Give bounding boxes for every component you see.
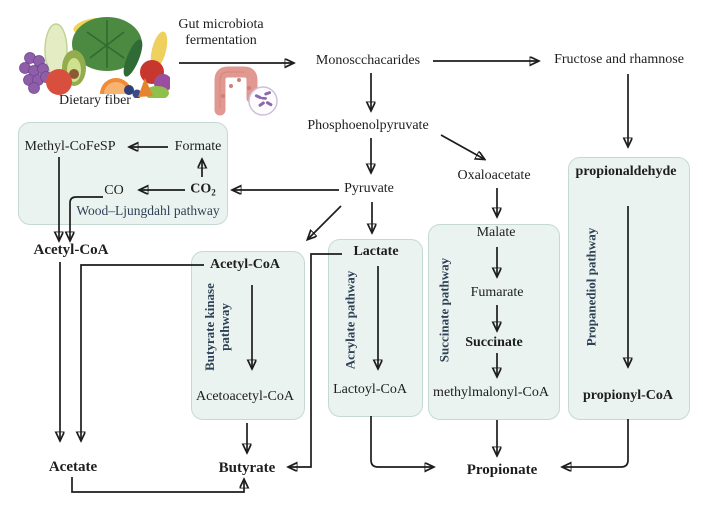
wood-ljungdahl-box xyxy=(18,122,228,225)
node-acetoacetyl-coa: Acetoacetyl-CoA xyxy=(196,389,294,404)
butyrate-kinase-line2: pathway xyxy=(217,303,232,351)
node-propionyl-coa: propionyl-CoA xyxy=(583,388,673,403)
node-pyruvate: Pyruvate xyxy=(344,181,394,196)
node-succinate: Succinate xyxy=(465,335,523,350)
node-lactate: Lactate xyxy=(353,244,399,259)
pathway-label-wood-ljungdahl: Wood–Ljungdahl pathway xyxy=(76,203,220,218)
node-malate: Malate xyxy=(476,225,516,240)
node-dietary-fiber: Dietary fiber xyxy=(59,93,131,108)
gut-microbiota-icon xyxy=(214,66,278,116)
node-butyrate: Butyrate xyxy=(218,460,276,476)
node-co: CO xyxy=(104,183,124,198)
arrow-pyruvate-to-butyrate-kinase xyxy=(308,205,342,239)
node-propionaldehyde: propionaldehyde xyxy=(575,164,677,179)
node-fumarate: Fumarate xyxy=(470,285,524,300)
dietary-fiber-image xyxy=(19,17,170,98)
node-gut-fermentation: Gut microbiota fermentation xyxy=(178,17,263,49)
arrow-acetate-to-butyrate xyxy=(71,477,244,493)
gut-fermentation-line1: Gut microbiota xyxy=(178,17,264,32)
pathway-label-acrylate: Acrylate pathway xyxy=(342,270,358,370)
node-co2: CO2 xyxy=(190,181,216,198)
butyrate-kinase-line1: Butyrate kinase xyxy=(202,283,217,371)
arrow-propionyl-to-propionate xyxy=(563,419,629,467)
node-monosaccharides: Monoscchacarides xyxy=(315,53,421,68)
node-acetyl-coa: Acetyl-CoA xyxy=(33,242,109,258)
node-formate: Formate xyxy=(174,139,222,154)
node-methylmalonyl-coa: methylmalonyl-CoA xyxy=(433,385,549,400)
pathway-label-butyrate-kinase: Butyrate kinase pathway xyxy=(202,283,232,371)
arrow-acetylcoa-box-to-acetate xyxy=(81,264,204,440)
pathway-label-propanediol: Propanediol pathway xyxy=(583,227,599,347)
node-lactoyl-coa: Lactoyl-CoA xyxy=(333,382,407,397)
pathway-label-succinate: Succinate pathway xyxy=(436,257,452,363)
arrow-pep-to-oxaloacetate xyxy=(440,134,484,159)
node-propionate: Propionate xyxy=(466,462,538,478)
arrow-lactoyl-to-propionate xyxy=(370,416,433,467)
node-acetyl-coa-box: Acetyl-CoA xyxy=(210,257,280,272)
node-acetate: Acetate xyxy=(48,459,98,475)
butyrate-kinase-box xyxy=(191,251,305,420)
gut-fermentation-line2: fermentation xyxy=(185,33,257,48)
node-methyl-cofesp: Methyl-CoFeSP xyxy=(24,139,116,154)
node-phosphoenolpyruvate: Phosphoenolpyruvate xyxy=(307,118,429,133)
node-fructose-rhamnose: Fructose and rhamnose xyxy=(554,52,684,67)
propanediol-box xyxy=(568,157,690,420)
node-oxaloacetate: Oxaloacetate xyxy=(457,168,531,183)
